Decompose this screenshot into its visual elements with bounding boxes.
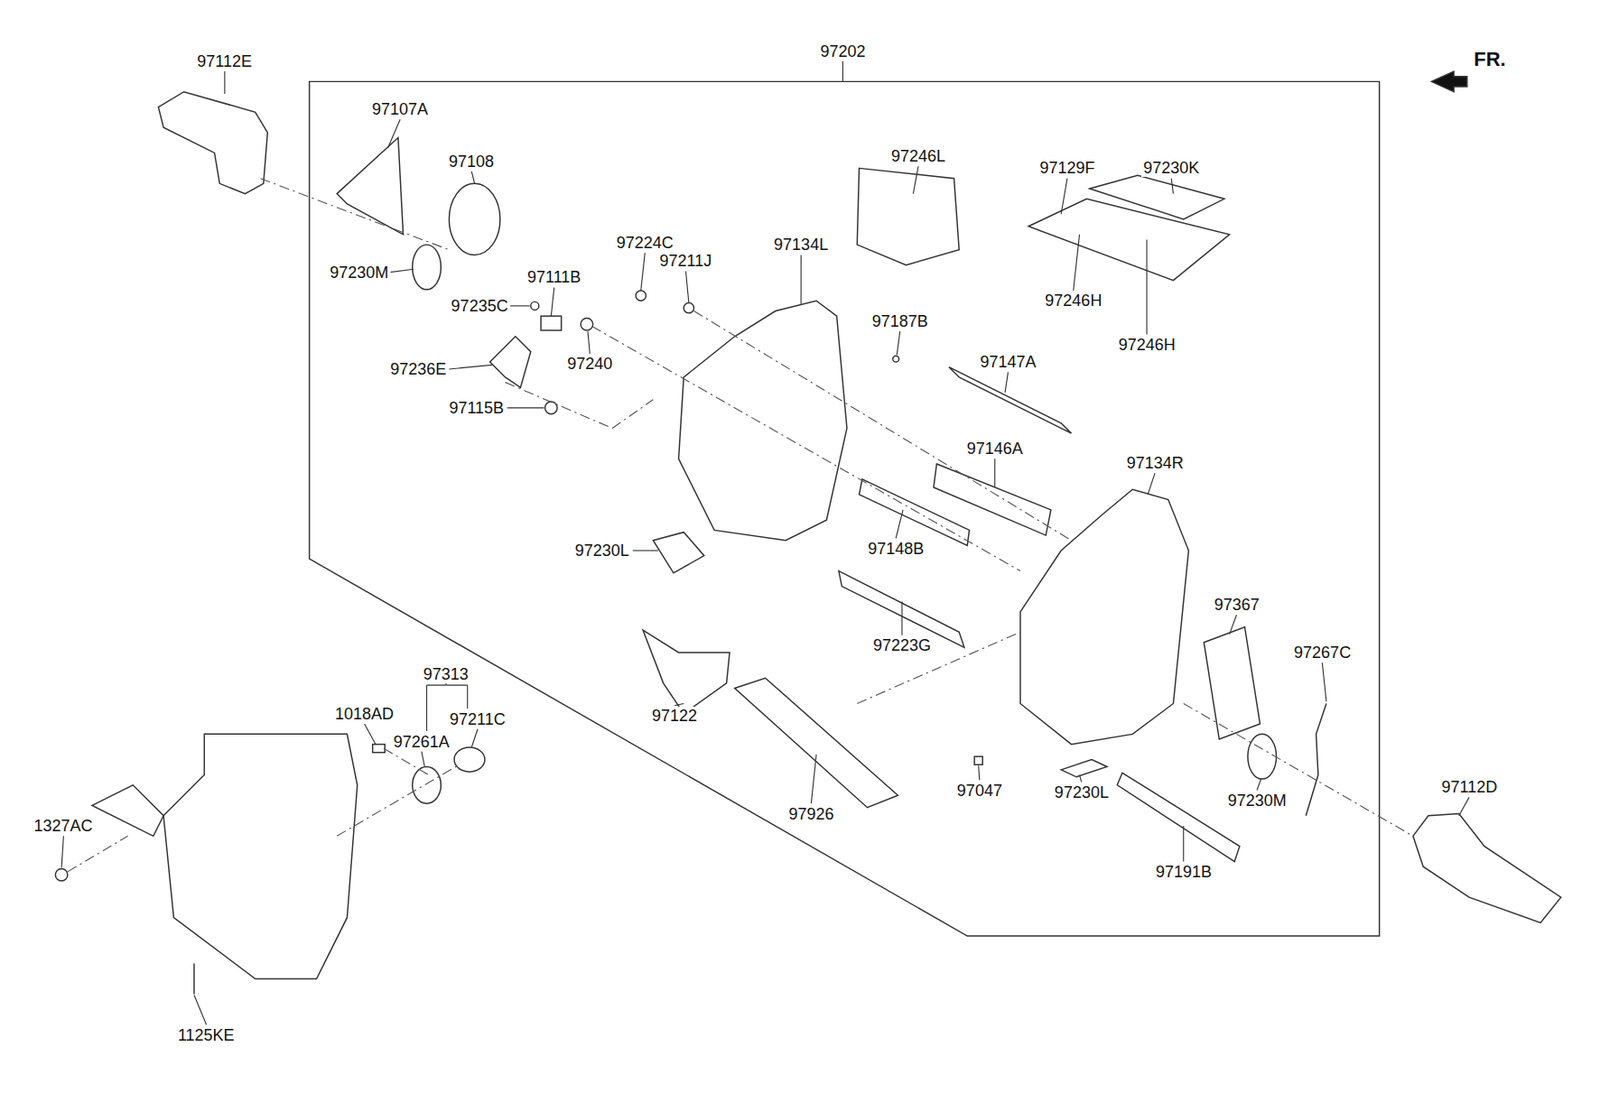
callout-number: 97202 xyxy=(818,42,867,61)
screw-part xyxy=(193,964,195,996)
gasket-part xyxy=(454,747,485,773)
case-left xyxy=(679,300,847,540)
callout-number: 97246H xyxy=(1042,291,1104,310)
callout-number: 97107A xyxy=(370,100,430,119)
callout-number: 97246L xyxy=(889,147,948,166)
plate-part xyxy=(412,767,442,805)
callout-number: 1327AC xyxy=(32,817,95,836)
callout-number: 97134L xyxy=(772,235,830,254)
callout-number: 97211J xyxy=(658,251,715,270)
callout-number: 97047 xyxy=(955,781,1005,800)
seal-sheet xyxy=(856,167,959,265)
callout-number: 97129F xyxy=(1038,158,1098,177)
fan-part xyxy=(448,183,500,255)
callout-number: 97230L xyxy=(1052,783,1111,802)
callout-number: 97261A xyxy=(391,733,452,752)
assembly-outline xyxy=(309,81,1380,937)
heater-core xyxy=(734,678,899,808)
duct-part xyxy=(158,92,268,195)
gasket-part xyxy=(412,244,442,290)
callout-number: 97134R xyxy=(1125,454,1186,473)
gasket-part xyxy=(1203,627,1260,740)
callout-number: 97108 xyxy=(446,152,496,171)
front-arrow xyxy=(1431,71,1468,93)
sensor-wire xyxy=(1305,703,1327,816)
callout-number: 97230M xyxy=(327,263,391,282)
callout-number: 97313 xyxy=(421,665,471,684)
clip-part xyxy=(580,317,594,331)
gasket-part xyxy=(1060,760,1107,778)
nut-part xyxy=(55,868,68,882)
callout-number: 97224C xyxy=(614,233,676,252)
callout-number: 1125KE xyxy=(176,1026,237,1045)
callout-number: 97122 xyxy=(650,706,699,726)
seal-frame xyxy=(1089,175,1225,220)
clip-part xyxy=(974,756,983,765)
callout-number: 97148B xyxy=(865,539,926,559)
callout-number: 97235C xyxy=(449,297,511,316)
callout-number: 97267C xyxy=(1292,643,1353,662)
lever-part xyxy=(540,316,562,331)
duct-part xyxy=(642,630,730,715)
clip-part xyxy=(683,303,694,314)
heater-unit xyxy=(163,734,358,979)
clip-part xyxy=(893,355,900,363)
link-part xyxy=(490,336,531,388)
callout-number: 97230L xyxy=(573,541,632,560)
filter-part xyxy=(1116,772,1240,862)
callout-number: 97211C xyxy=(447,710,508,729)
callout-number: 97230M xyxy=(1226,791,1289,810)
callout-number: 97926 xyxy=(786,805,836,824)
duct-part xyxy=(1413,813,1562,923)
gasket-part xyxy=(652,532,704,574)
callout-number: 97230K xyxy=(1141,158,1201,177)
callout-number: 97240 xyxy=(565,354,614,373)
gasket-part xyxy=(1247,734,1277,780)
bolt-part xyxy=(372,744,386,754)
callout-number: 97191B xyxy=(1153,863,1214,882)
door-part xyxy=(948,367,1072,434)
callout-number: 1018AD xyxy=(333,705,396,724)
callout-number: 97147A xyxy=(978,353,1039,372)
callout-number: 97236E xyxy=(388,360,448,379)
callout-number: 97146A xyxy=(965,439,1025,458)
clip-part xyxy=(635,290,646,301)
callout-number: 97187B xyxy=(870,312,931,331)
door-part xyxy=(859,479,970,546)
callout-number: 97112E xyxy=(195,52,254,71)
callout-number: 97111B xyxy=(525,268,583,287)
callout-number: 97115B xyxy=(446,399,506,418)
clip-part xyxy=(545,401,559,415)
callout-number: 97223G xyxy=(871,636,933,655)
duct-part xyxy=(92,785,164,837)
callout-number: 97367 xyxy=(1212,595,1262,614)
callout-number: 97246H xyxy=(1116,335,1178,354)
callout-number: 97112D xyxy=(1439,778,1499,797)
direction-label: FR. xyxy=(1471,50,1507,69)
case-right xyxy=(1020,489,1189,745)
clip-part xyxy=(530,301,540,310)
